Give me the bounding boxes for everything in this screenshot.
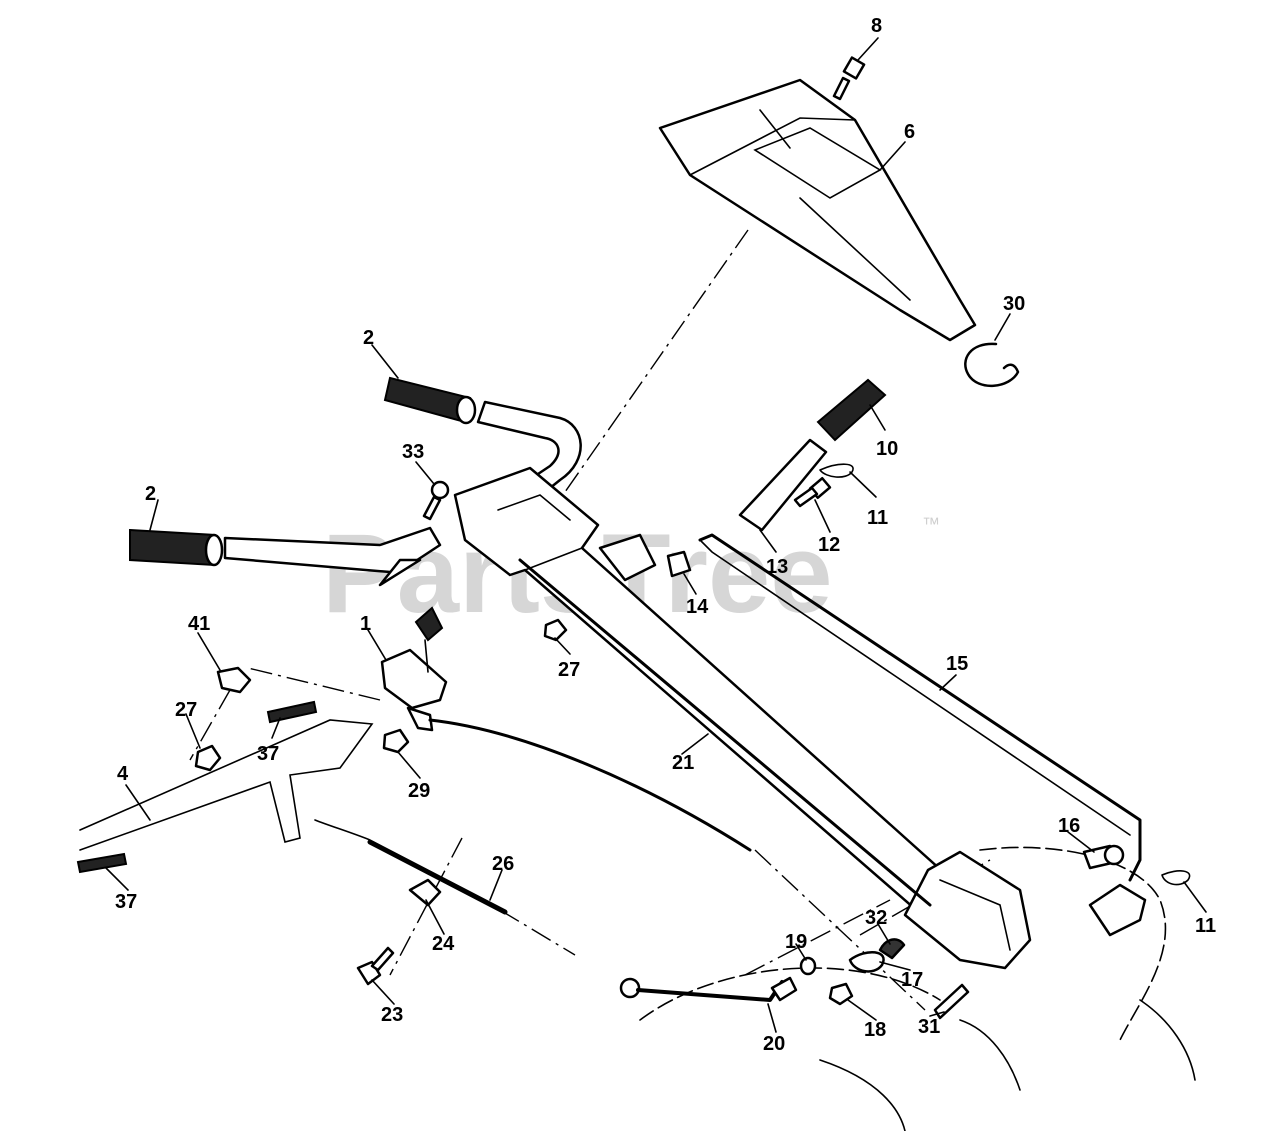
leader-lines bbox=[105, 37, 1207, 1033]
callout-2-upper: 2 bbox=[363, 327, 374, 349]
callout-26: 26 bbox=[492, 853, 514, 875]
ring-30-part bbox=[964, 342, 1020, 388]
clip-41-part bbox=[216, 666, 252, 694]
control-cable-line bbox=[518, 558, 932, 907]
callout-37-lower: 37 bbox=[115, 891, 137, 913]
bolt-16-part bbox=[1082, 844, 1125, 870]
callout-23: 23 bbox=[381, 1004, 403, 1026]
bracket-part bbox=[1088, 883, 1147, 937]
callout-17: 17 bbox=[901, 969, 923, 991]
bolt-31-part bbox=[933, 983, 970, 1020]
callout-6: 6 bbox=[904, 121, 915, 143]
nut-27-upper-part bbox=[543, 618, 568, 642]
callout-12: 12 bbox=[818, 534, 840, 556]
lever-13-part bbox=[738, 378, 887, 532]
shift-rod-15-part bbox=[698, 533, 1142, 882]
bolt-8-part bbox=[832, 56, 866, 101]
shift-rod-15-shadow bbox=[699, 539, 1131, 836]
pin-37-upper-part bbox=[266, 700, 318, 724]
callout-14: 14 bbox=[686, 596, 709, 618]
callout-2-lower: 2 bbox=[145, 483, 156, 505]
background-frame-outline bbox=[639, 846, 1196, 1131]
callout-41: 41 bbox=[188, 613, 210, 635]
frame-4-part bbox=[79, 719, 374, 851]
washer-17-part bbox=[848, 951, 885, 973]
handlebar-part bbox=[223, 400, 582, 587]
callout-labels: 8 6 30 2 2 33 10 11 12 13 14 41 1 27 27 … bbox=[115, 15, 1216, 1055]
callout-37-upper: 37 bbox=[257, 743, 279, 765]
control-lever-1-part bbox=[380, 606, 448, 732]
callout-15: 15 bbox=[946, 653, 968, 675]
watermark-tm: ™ bbox=[922, 514, 940, 534]
callout-19: 19 bbox=[785, 931, 807, 953]
shield-cover-part bbox=[658, 78, 977, 342]
grip-2-upper-part bbox=[383, 376, 477, 425]
clip-11-lower-part bbox=[1161, 870, 1191, 886]
nut-27-lower-part bbox=[194, 744, 222, 772]
callout-11-upper: 11 bbox=[867, 507, 888, 529]
bolt-23-part bbox=[356, 946, 395, 986]
bolt-12-part bbox=[793, 477, 832, 508]
callout-18: 18 bbox=[864, 1019, 886, 1041]
callout-20: 20 bbox=[763, 1033, 785, 1055]
bushing-14-part bbox=[666, 550, 692, 578]
callout-10: 10 bbox=[876, 438, 898, 460]
shift-lever-20-part bbox=[619, 976, 798, 1002]
callout-21: 21 bbox=[672, 752, 694, 774]
callout-32: 32 bbox=[865, 907, 887, 929]
nut-29-part bbox=[382, 728, 410, 754]
callout-27-upper: 27 bbox=[558, 659, 580, 681]
callout-1: 1 bbox=[360, 613, 371, 635]
callout-8: 8 bbox=[871, 15, 882, 37]
callout-30: 30 bbox=[1003, 293, 1025, 315]
pin-37-lower-part bbox=[76, 852, 128, 874]
callout-31: 31 bbox=[918, 1016, 940, 1038]
callout-24: 24 bbox=[432, 933, 455, 955]
bolt-33-part bbox=[422, 480, 450, 521]
callout-13: 13 bbox=[766, 556, 788, 578]
knob-32-part bbox=[878, 938, 906, 960]
callout-4: 4 bbox=[117, 763, 129, 785]
callout-33: 33 bbox=[402, 441, 424, 463]
callout-11-lower: 11 bbox=[1195, 915, 1216, 937]
callout-16: 16 bbox=[1058, 815, 1080, 837]
cable-26-part bbox=[314, 819, 508, 915]
callout-29: 29 bbox=[408, 780, 430, 802]
clamp-24-part bbox=[408, 878, 442, 907]
washer-19-part bbox=[799, 956, 817, 976]
grip-2-lower-part bbox=[129, 528, 224, 567]
nut-18-part bbox=[828, 982, 854, 1006]
clip-11-upper-part bbox=[819, 463, 854, 478]
handle-tube-21-part bbox=[453, 466, 1032, 970]
cable-1-part bbox=[428, 718, 752, 852]
callout-27-lower: 27 bbox=[175, 699, 197, 721]
